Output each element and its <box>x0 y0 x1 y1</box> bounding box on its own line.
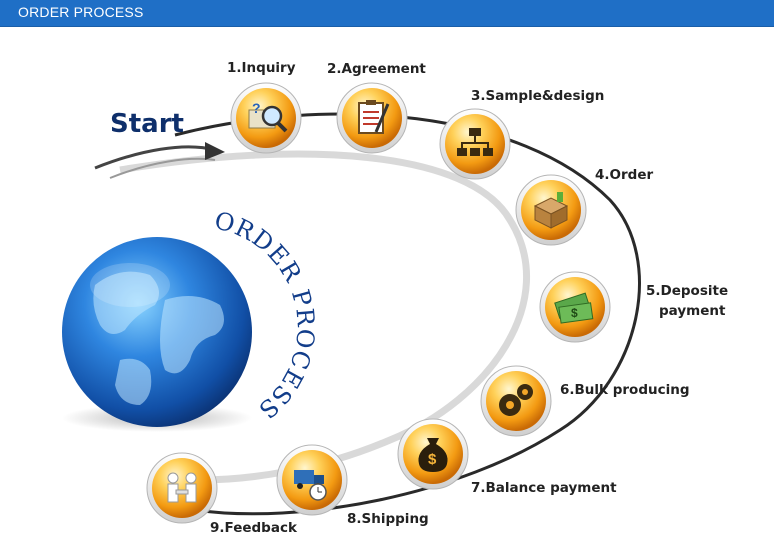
header-bar: ORDER PROCESS <box>0 0 774 27</box>
handshake-icon <box>167 472 197 503</box>
step-orb: $ <box>397 418 469 490</box>
clipboard-pen-icon <box>358 100 390 134</box>
step-orb: $ <box>539 271 611 343</box>
header-title: ORDER PROCESS <box>18 4 144 20</box>
truck-clock-icon <box>294 470 327 501</box>
box-icon <box>533 192 569 229</box>
gears-icon <box>499 384 533 416</box>
money-bag-icon: $ <box>418 438 448 472</box>
step-label-agreement: 2.Agreement <box>327 61 426 77</box>
money-icon: $ <box>554 292 594 324</box>
step-label-bulk-producing: 6.Bulk producing <box>560 382 690 398</box>
step-label-deposite-payment: payment <box>659 303 726 319</box>
svg-text:?: ? <box>252 100 261 116</box>
step-label-inquiry: 1.Inquiry <box>227 60 296 76</box>
step-orb <box>439 108 511 180</box>
globe-icon <box>62 237 252 432</box>
step-orb <box>146 452 218 524</box>
step-orb <box>336 82 408 154</box>
svg-text:$: $ <box>428 451 437 468</box>
step-orb <box>276 444 348 516</box>
step-label-feedback: 9.Feedback <box>210 520 298 536</box>
step-label-order: 4.Order <box>595 167 653 183</box>
start-label: Start <box>110 109 184 139</box>
step-label-deposite: 5.Deposite <box>646 283 728 299</box>
step-label-sample-design: 3.Sample&design <box>471 88 604 104</box>
step-label-balance-payment: 7.Balance payment <box>471 480 617 496</box>
start-swoosh <box>94 142 225 179</box>
svg-text:$: $ <box>571 306 578 320</box>
step-orb <box>515 174 587 246</box>
step-orb <box>480 365 552 437</box>
magnifier-map-icon: ? <box>248 100 288 133</box>
step-orb: ? <box>230 82 302 154</box>
step-label-shipping: 8.Shipping <box>347 511 429 527</box>
flowchart-icon <box>457 128 493 156</box>
